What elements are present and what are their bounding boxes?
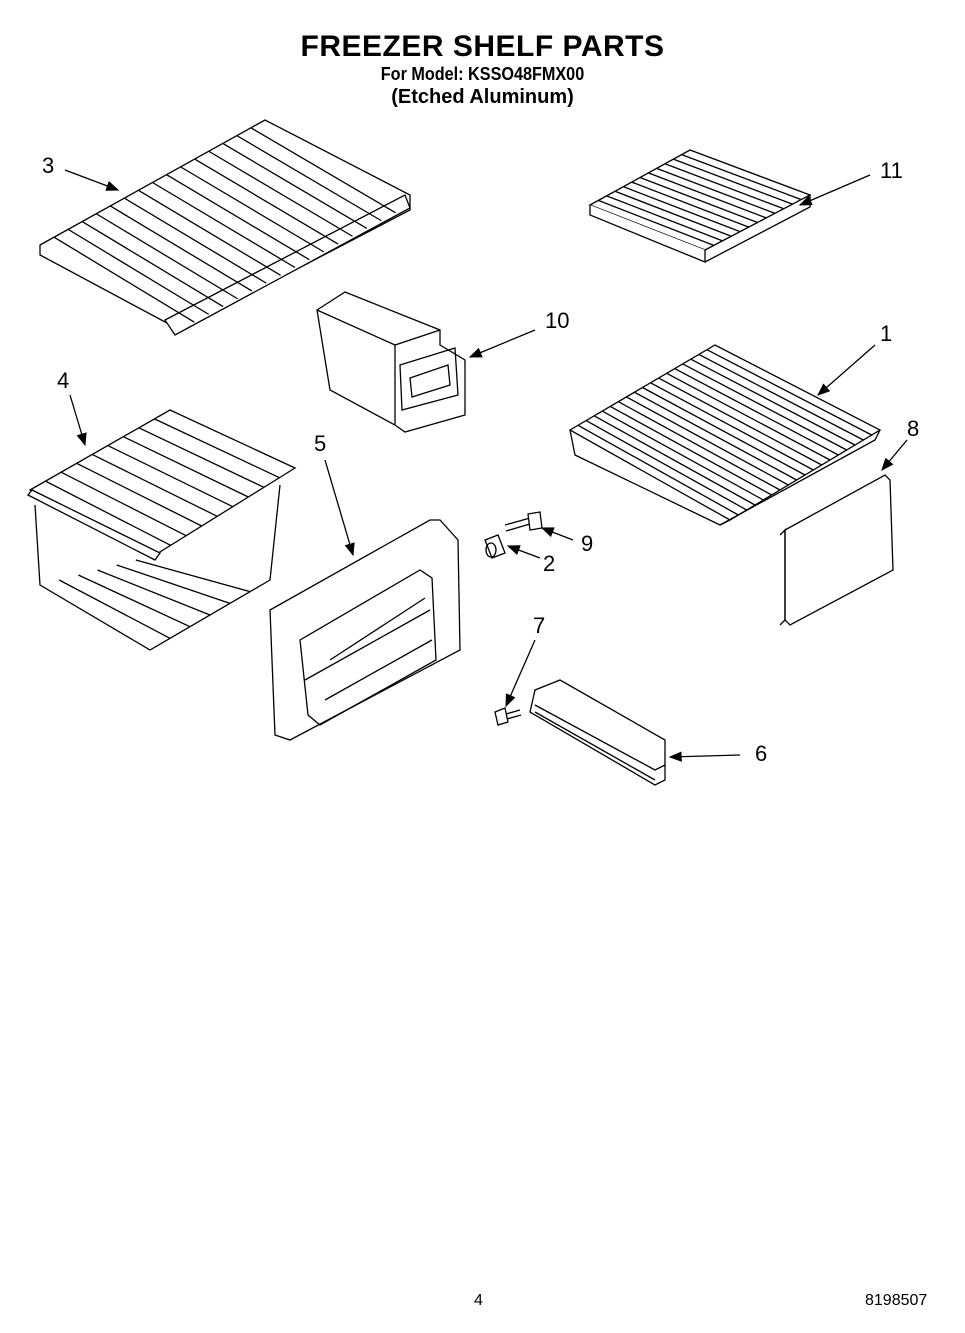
wire-line [58, 579, 171, 639]
finish-label: (Etched Aluminum) [391, 86, 574, 108]
wire-line [222, 142, 368, 229]
arrow-11 [798, 174, 871, 206]
wire-line [138, 427, 265, 488]
part-1-wire-shelf [568, 344, 882, 526]
part-3-wire-shelf [39, 119, 411, 336]
arrow-2 [506, 545, 541, 559]
wire-line [81, 221, 224, 308]
wire-line [194, 158, 339, 245]
callout-3: 3 [42, 153, 55, 178]
part-6-rail [529, 679, 666, 786]
wire-line [639, 176, 758, 224]
wire-line [53, 236, 195, 323]
arrow-5 [324, 459, 355, 557]
page-number: 4 [474, 1292, 483, 1309]
wire-line [116, 564, 231, 604]
callout-9: 9 [581, 531, 594, 556]
arrow-10 [468, 329, 536, 358]
wire-line [609, 405, 772, 496]
arrow-1 [817, 344, 876, 396]
wire-line [250, 127, 396, 214]
wire-line [631, 181, 749, 228]
wire-line [593, 415, 756, 506]
arrow-4 [69, 394, 87, 447]
wire-line [614, 190, 732, 237]
arrow-8 [881, 439, 908, 471]
wire-line [109, 205, 253, 292]
wire-line [674, 368, 839, 456]
wire-line [577, 424, 739, 516]
arrow-3 [64, 169, 120, 191]
wire-line [135, 559, 251, 593]
wire-line [180, 166, 325, 253]
callout-11: 11 [880, 158, 903, 183]
callout-6: 6 [755, 741, 768, 766]
wire-line [666, 372, 831, 461]
wire-line [650, 382, 814, 471]
part-4-basket [26, 409, 297, 651]
part-10-bin [316, 291, 466, 433]
arrow-7 [505, 639, 536, 708]
wire-line [658, 377, 822, 466]
page-title: FREEZER SHELF PARTS [300, 30, 665, 63]
wire-line [154, 418, 280, 479]
wire-line [642, 386, 806, 476]
wire-line [706, 349, 872, 436]
wire-line [598, 199, 714, 247]
model-line: For Model: KSSO48FMX00 [380, 64, 585, 84]
wire-line [76, 462, 202, 527]
callout-5: 5 [314, 431, 327, 456]
callout-10: 10 [545, 308, 570, 333]
document-number: 8198507 [865, 1292, 928, 1309]
wire-line [60, 471, 187, 537]
callout-8: 8 [907, 416, 920, 441]
wire-line [208, 150, 353, 237]
wire-line [664, 163, 784, 210]
wire-line [585, 419, 747, 511]
callout-7: 7 [533, 613, 546, 638]
wire-line [236, 135, 382, 222]
wire-line [690, 358, 856, 446]
arrow-9 [540, 527, 574, 541]
part-8-trim [779, 474, 894, 626]
wire-line [97, 569, 211, 616]
wire-line [124, 197, 267, 284]
wire-line [673, 158, 793, 205]
wire-line [648, 172, 767, 219]
part-11-glass-shelf [588, 149, 812, 263]
wire-line [698, 353, 864, 441]
wire-line [78, 574, 191, 628]
wire-line [618, 401, 781, 491]
callout-2: 2 [543, 551, 556, 576]
wire-line [601, 410, 764, 501]
part-5-drawer-front [269, 519, 461, 741]
part-2-spacer [484, 534, 506, 559]
wire-line [681, 153, 802, 201]
wire-line [123, 436, 249, 498]
wire-line [67, 228, 210, 315]
wire-line [45, 480, 171, 546]
callout-1: 1 [880, 321, 893, 346]
wire-line [152, 181, 296, 269]
wire-line [166, 174, 310, 261]
wire-line [634, 391, 797, 481]
wire-line [623, 186, 741, 233]
wire-line [656, 167, 776, 214]
wire-line [95, 213, 238, 300]
wire-line [626, 396, 789, 486]
wire-line [682, 363, 847, 451]
callout-arrows [64, 169, 908, 762]
arrow-6 [668, 751, 741, 762]
wire-line [606, 195, 723, 242]
wire-line [91, 453, 218, 517]
wire-line [138, 189, 281, 276]
wire-line [107, 444, 234, 508]
part-7-screw [494, 707, 522, 726]
part-9-screw [504, 511, 543, 532]
callout-4: 4 [57, 368, 70, 393]
